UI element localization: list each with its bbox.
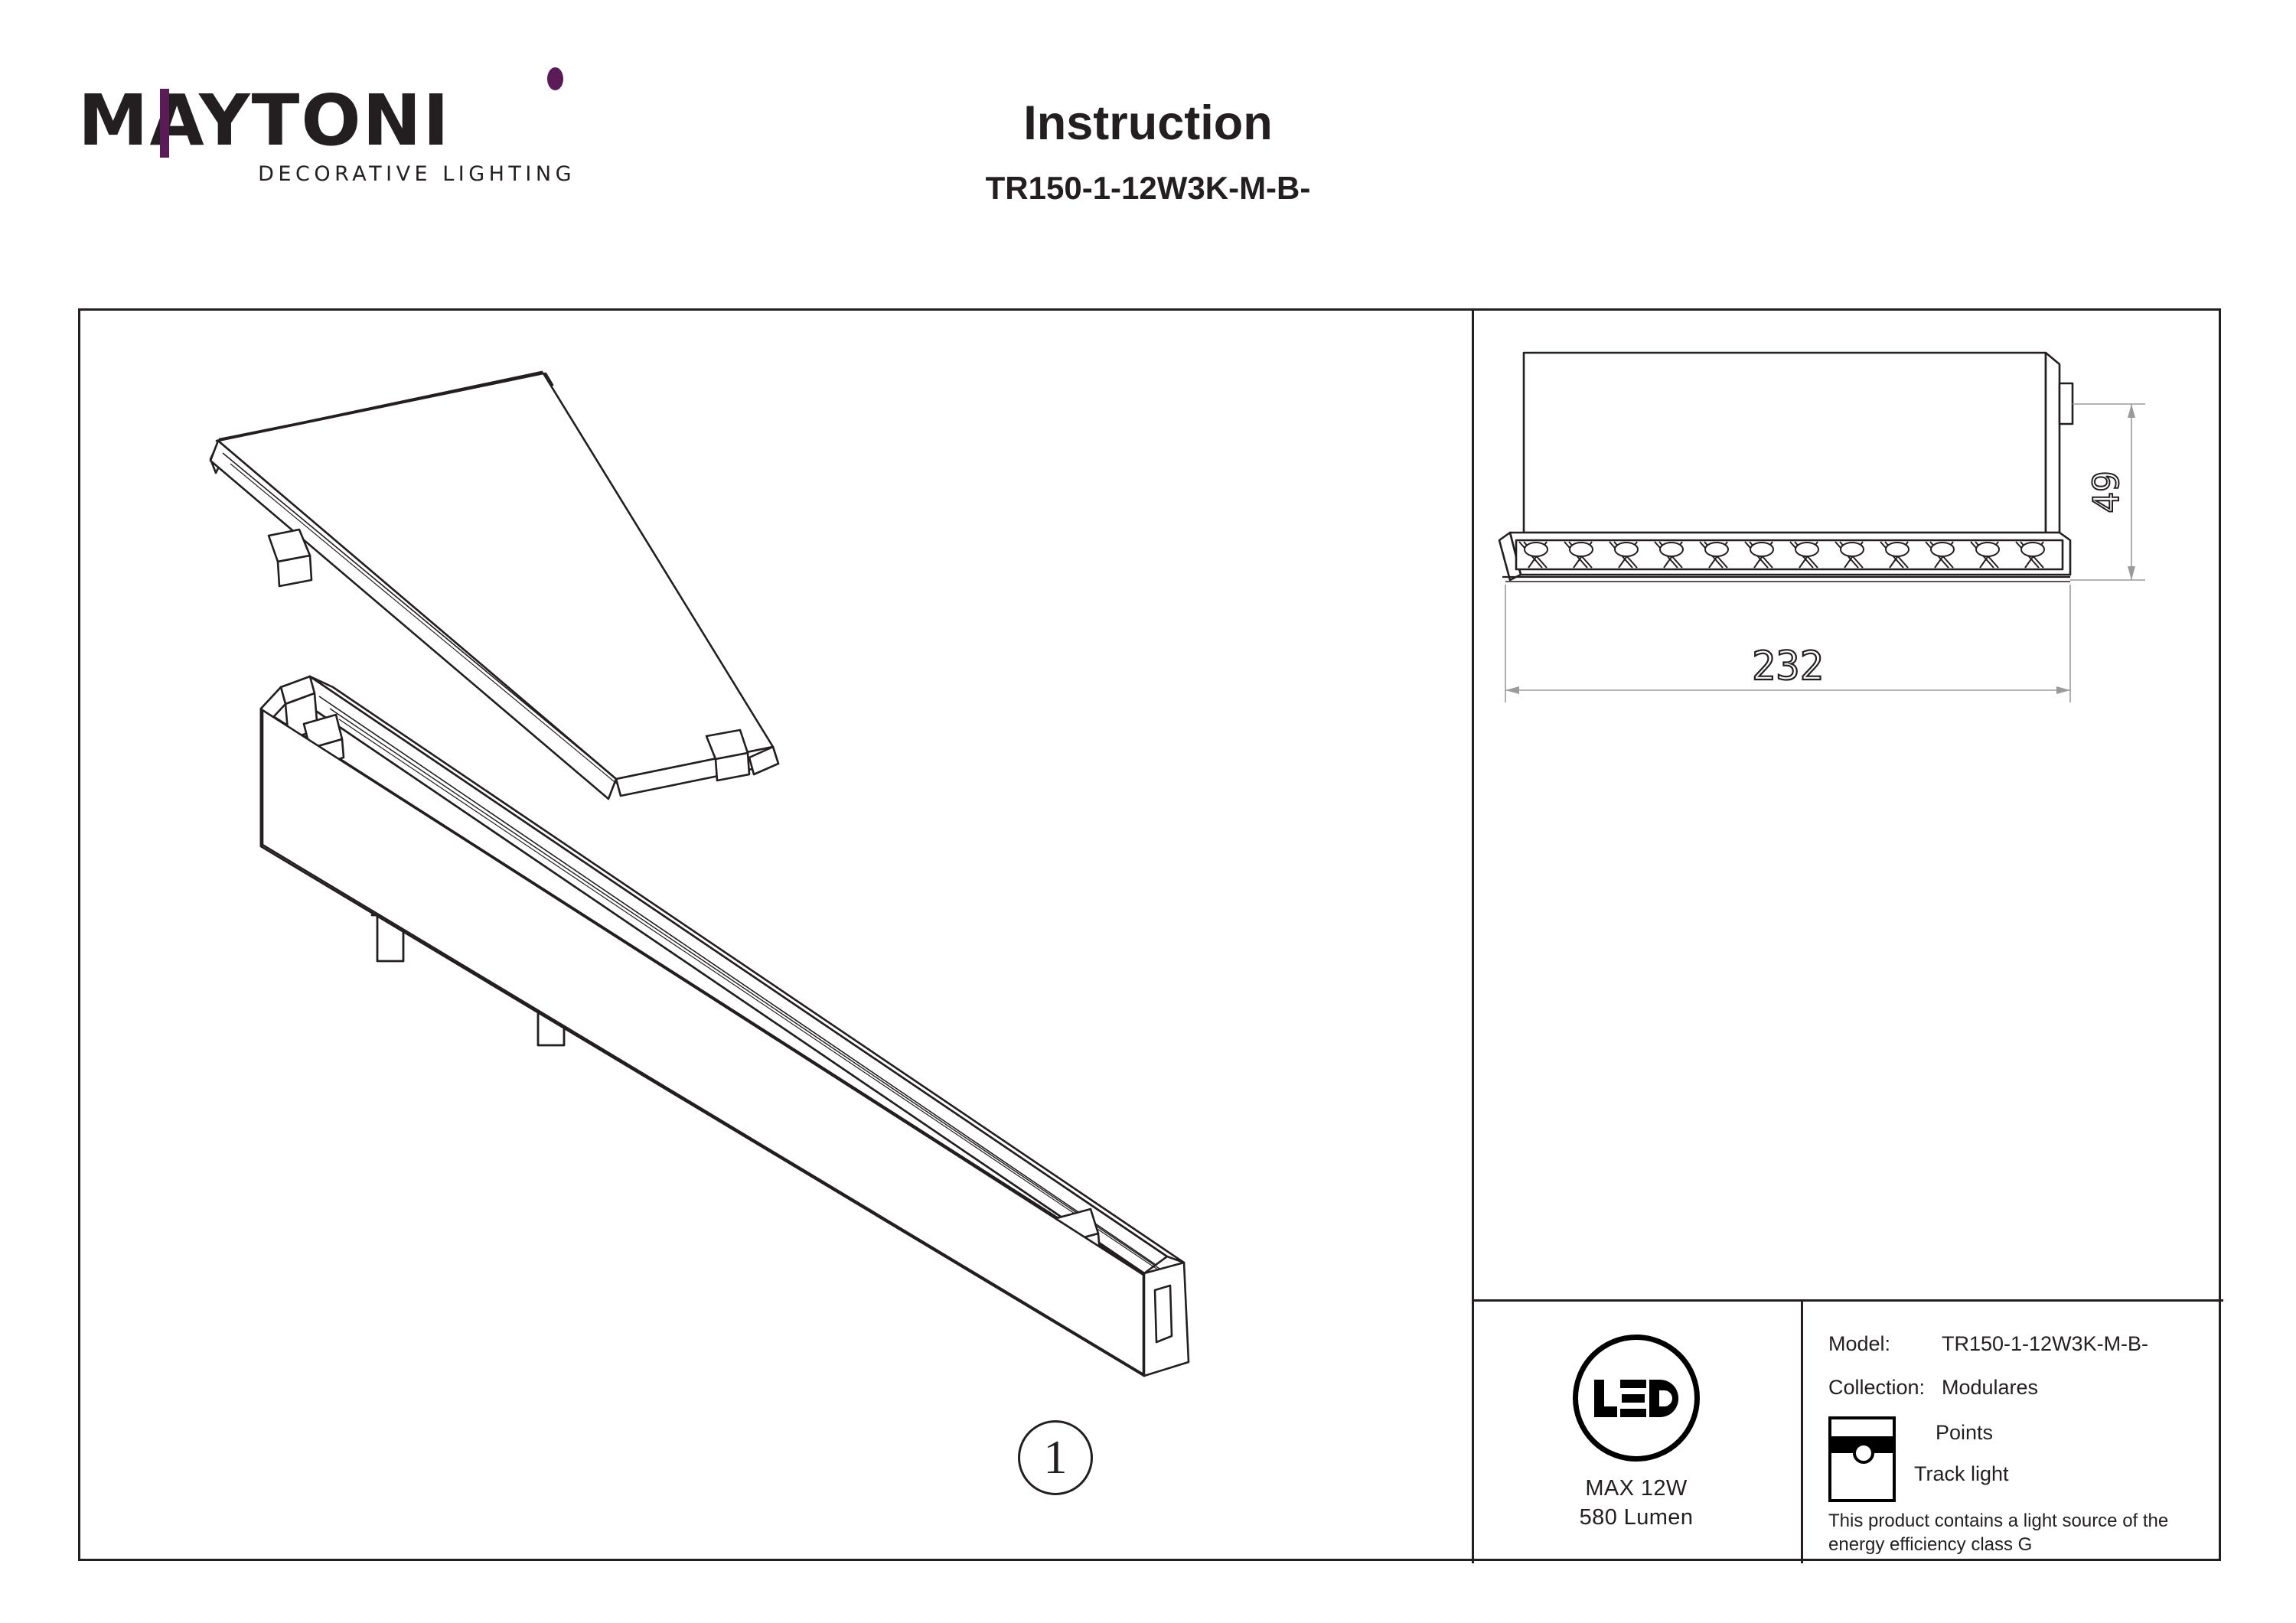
step-number-badge: 1 [1018, 1420, 1093, 1495]
page-title: Instruction [1023, 96, 1273, 150]
collection-key-label: Collection: [1828, 1376, 1926, 1399]
content-frame: 1 [78, 308, 2223, 1563]
assembly-drawing-panel: 1 [80, 311, 1472, 1563]
info-vertical-divider [1801, 1299, 1803, 1563]
panel-horizontal-divider [1472, 1299, 2223, 1302]
led-badge-cell: MAX 12W 580 Lumen [1472, 1302, 1801, 1563]
led-letter-d [1649, 1379, 1678, 1417]
assembly-drawing-svg [209, 370, 1190, 1377]
led-icon [1573, 1335, 1700, 1462]
height-dimension-label: 49 [2086, 471, 2127, 513]
product-info-cell: Model: TR150-1-12W3K-M-B- Collection: Mo… [1803, 1302, 2223, 1563]
mount-label-points: Points [1936, 1421, 1994, 1444]
dimension-drawing-svg: 49 232 [1498, 351, 2145, 702]
dimension-drawing-panel: 49 232 [1472, 311, 2223, 1299]
mount-dot-shape [1853, 1442, 1874, 1464]
energy-efficiency-note: This product contains a light source of … [1828, 1511, 2169, 1555]
mount-label-track-light: Track light [1914, 1462, 2009, 1485]
spec-row-collection: Collection: Modulares [1828, 1376, 2223, 1400]
header-model-code: TR150-1-12W3K-M-B- [985, 170, 1311, 206]
collection-value: Modulares [1942, 1376, 2039, 1399]
led-lumen: 580 Lumen [1579, 1505, 1694, 1530]
spec-row-model: Model: TR150-1-12W3K-M-B- [1828, 1332, 2223, 1356]
panel-vertical-divider [1472, 311, 1474, 1563]
led-letter-l [1594, 1379, 1617, 1417]
led-letter-e [1620, 1379, 1646, 1417]
model-key-label: Model: [1828, 1332, 1891, 1355]
track-mount-icon [1828, 1416, 1896, 1502]
model-value: TR150-1-12W3K-M-B- [1942, 1332, 2149, 1355]
led-glyph [1594, 1379, 1678, 1417]
brand-wordmark: MAYTONI [78, 80, 451, 161]
led-max-power: MAX 12W [1585, 1476, 1688, 1501]
width-dimension-label: 232 [1752, 644, 1824, 689]
mount-type-block: Points Track light [1828, 1416, 2223, 1508]
brand-tagline: DECORATIVE LIGHTING [258, 162, 576, 186]
